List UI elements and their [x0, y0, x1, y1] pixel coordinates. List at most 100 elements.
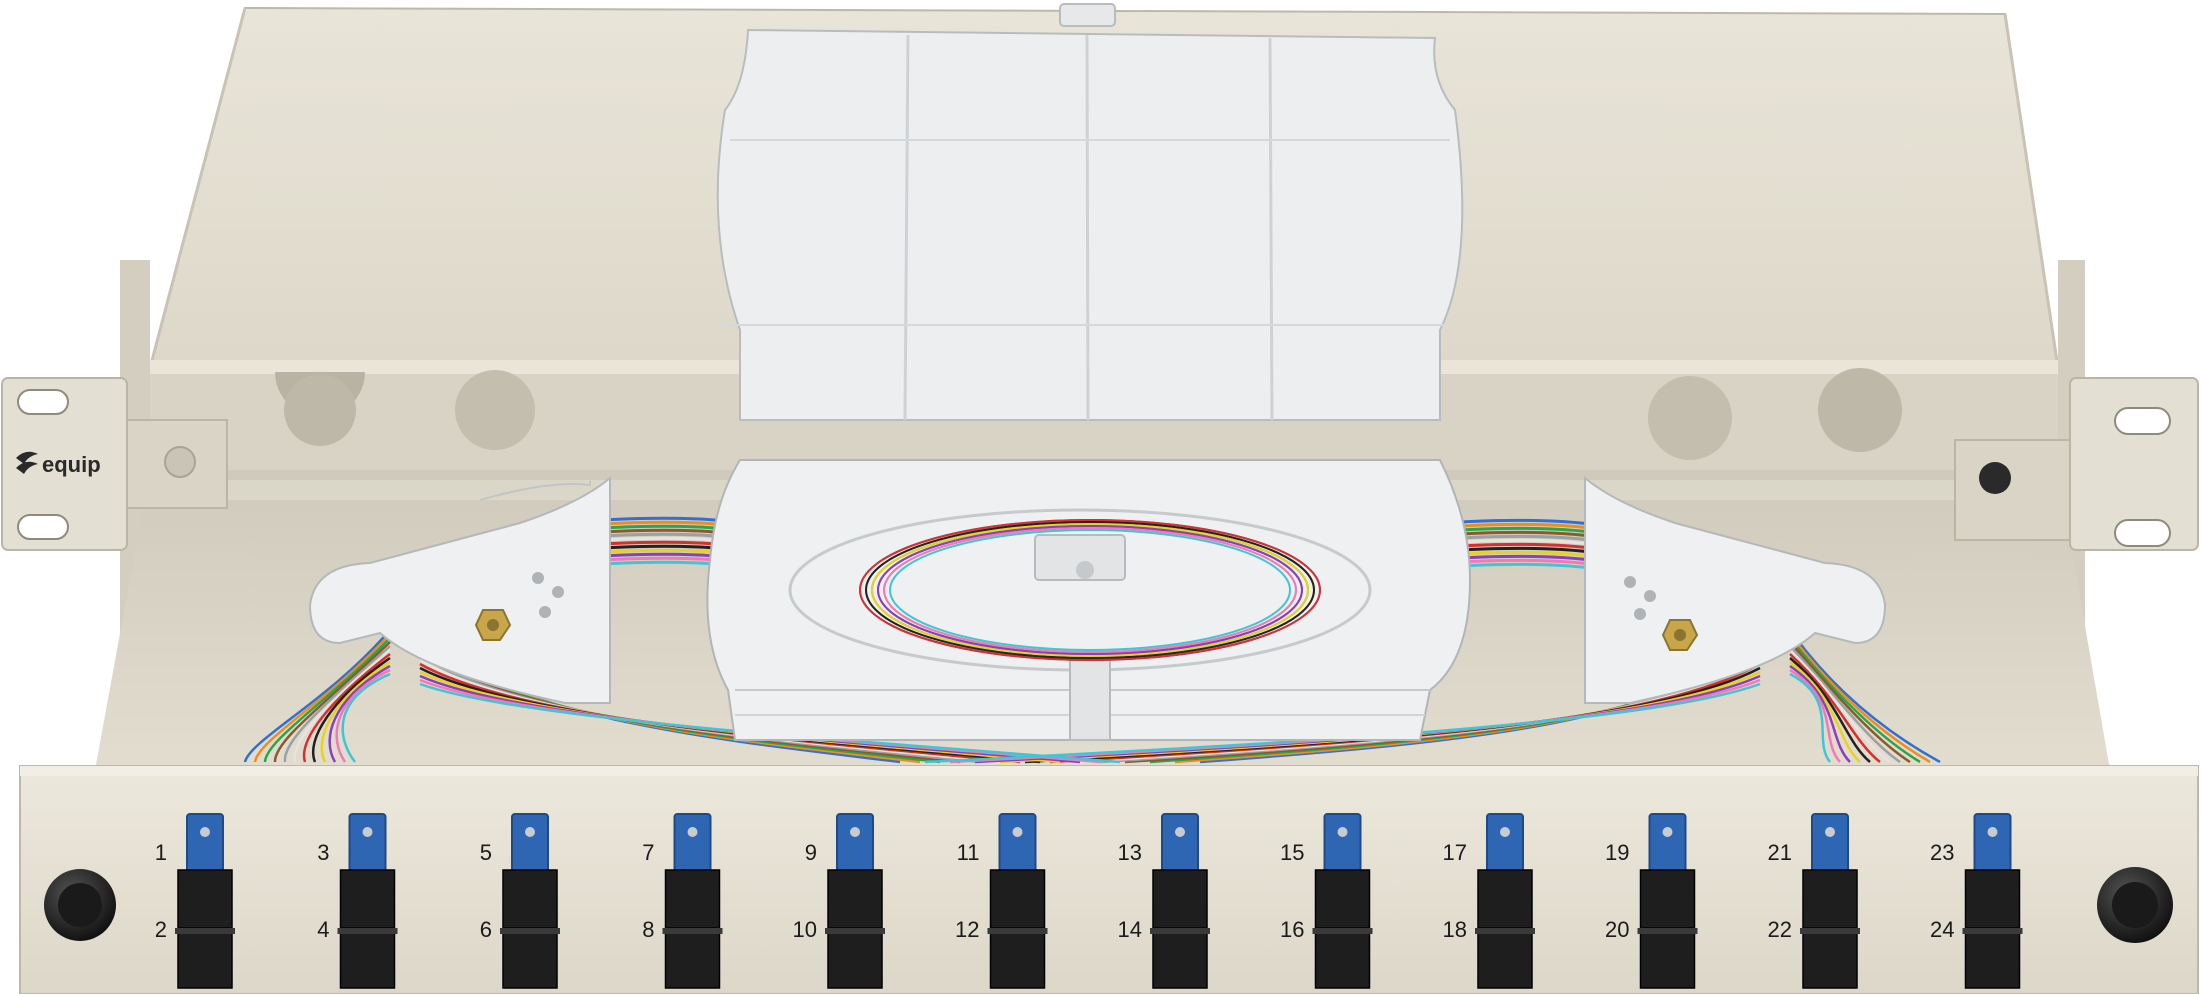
connector-slot-bottom[interactable]: [177, 931, 233, 989]
adapter-clip: [1648, 813, 1687, 873]
adapter-screw: [200, 827, 210, 837]
connector-slot-top[interactable]: [177, 869, 233, 929]
fiber-strand: [1789, 637, 1921, 764]
port-adapter[interactable]: [500, 813, 560, 989]
adapter-screw: [687, 827, 698, 837]
adapter-screw: [1337, 827, 1348, 837]
cable-hole: [284, 374, 356, 446]
connector-slot-top[interactable]: [664, 869, 721, 929]
port-label-top: 11: [957, 840, 980, 865]
connector-slot-bottom[interactable]: [1639, 931, 1696, 989]
cable-hole: [1648, 376, 1732, 460]
connector-slot-bottom[interactable]: [502, 931, 558, 989]
port-label-top: 15: [1280, 840, 1304, 865]
port-label-top: 17: [1443, 840, 1467, 865]
connector-slot-top[interactable]: [502, 869, 558, 929]
connector-slot-bottom[interactable]: [1964, 931, 2021, 989]
adapter-screw: [1175, 827, 1185, 837]
port-label-bottom: 14: [1118, 917, 1142, 942]
fiber-loop: [883, 527, 1297, 653]
connector-slot-bottom[interactable]: [1152, 931, 1208, 989]
port-label-bottom: 20: [1605, 917, 1629, 942]
port-label-bottom: 24: [1930, 917, 1954, 942]
adapter-screw: [1987, 827, 1998, 837]
fiber-strand: [1789, 661, 1861, 763]
adapter-clip: [998, 813, 1037, 873]
adapter-screw: [1825, 827, 1835, 837]
adapter-screw: [850, 827, 860, 837]
port-label-top: 13: [1118, 840, 1142, 865]
port-adapter[interactable]: [1637, 813, 1698, 989]
fiber-strand: [335, 668, 391, 763]
connector-slot-top[interactable]: [1802, 869, 1858, 929]
fiber-strand: [341, 672, 391, 763]
port-adapter[interactable]: [337, 813, 398, 989]
connector-slot-top[interactable]: [1964, 869, 2021, 929]
fiber-strand: [320, 660, 391, 763]
adapter-clip: [836, 813, 874, 873]
connector-slot-top[interactable]: [989, 869, 1046, 929]
cable-hole: [455, 370, 535, 450]
port-label-bottom: 10: [793, 917, 817, 942]
fiber-loop: [871, 523, 1309, 657]
fiber-strand: [924, 682, 1761, 764]
connector-slot-bottom[interactable]: [827, 931, 883, 989]
port-adapter[interactable]: [662, 813, 723, 989]
port-adapter[interactable]: [1312, 813, 1373, 989]
port-adapter[interactable]: [987, 813, 1048, 989]
port-label-bottom: 8: [642, 917, 654, 942]
adapter-clip: [511, 813, 549, 873]
fiber-loop: [877, 525, 1303, 655]
connector-slot-top[interactable]: [1639, 869, 1696, 929]
connector-slot-bottom[interactable]: [664, 931, 721, 989]
port-adapter[interactable]: [175, 813, 235, 989]
port-adapter[interactable]: [1800, 813, 1860, 989]
port-label-bottom: 22: [1768, 917, 1792, 942]
fiber-strand: [1789, 664, 1851, 763]
fiber-strand: [263, 637, 391, 763]
port-label-top: 7: [642, 840, 654, 865]
fiber-strand: [328, 664, 391, 763]
port-label-bottom: 12: [955, 917, 979, 942]
connector-slot-top[interactable]: [1477, 869, 1533, 929]
fiber-strand: [1789, 633, 1931, 764]
connector-slot-top[interactable]: [1314, 869, 1371, 929]
connector-slot-top[interactable]: [339, 869, 396, 929]
left-thumb-screw[interactable]: [44, 869, 116, 941]
adapter-clip: [1486, 813, 1524, 873]
adapter-screw: [1012, 827, 1023, 837]
port-adapter[interactable]: [1962, 813, 2023, 989]
fiber-strand: [419, 682, 1121, 764]
port-adapter[interactable]: [1150, 813, 1210, 989]
right-thumb-screw[interactable]: [2097, 867, 2173, 943]
connector-slot-bottom[interactable]: [339, 931, 396, 989]
cable-hole: [1818, 368, 1902, 452]
fiber-strand: [293, 649, 391, 763]
brand-text: equip: [42, 452, 101, 477]
connector-slot-bottom[interactable]: [1802, 931, 1858, 989]
port-label-top: 3: [317, 840, 329, 865]
adapter-clip: [1161, 813, 1199, 873]
adapter-screw: [1500, 827, 1510, 837]
port-label-top: 1: [155, 840, 167, 865]
fiber-strand: [302, 653, 391, 763]
port-label-bottom: 18: [1443, 917, 1467, 942]
splice-tray-lid: [716, 3, 1464, 421]
connector-slot-bottom[interactable]: [1477, 931, 1533, 989]
adapter-clip: [1811, 813, 1849, 873]
port-label-top: 21: [1768, 840, 1792, 865]
port-adapter[interactable]: [1475, 813, 1535, 989]
port-label-bottom: 2: [155, 917, 167, 942]
fiber-loop: [859, 519, 1321, 661]
fiber-strand: [283, 645, 391, 763]
fiber-strand: [1789, 657, 1871, 763]
connector-slot-bottom[interactable]: [1314, 931, 1371, 989]
connector-slot-top[interactable]: [827, 869, 883, 929]
right-rack-ear: [1954, 377, 2199, 551]
adapter-clip: [673, 813, 712, 873]
connector-slot-top[interactable]: [1152, 869, 1208, 929]
port-label-top: 9: [805, 840, 817, 865]
port-label-top: 5: [480, 840, 492, 865]
connector-slot-bottom[interactable]: [989, 931, 1046, 989]
port-adapter[interactable]: [825, 813, 885, 989]
